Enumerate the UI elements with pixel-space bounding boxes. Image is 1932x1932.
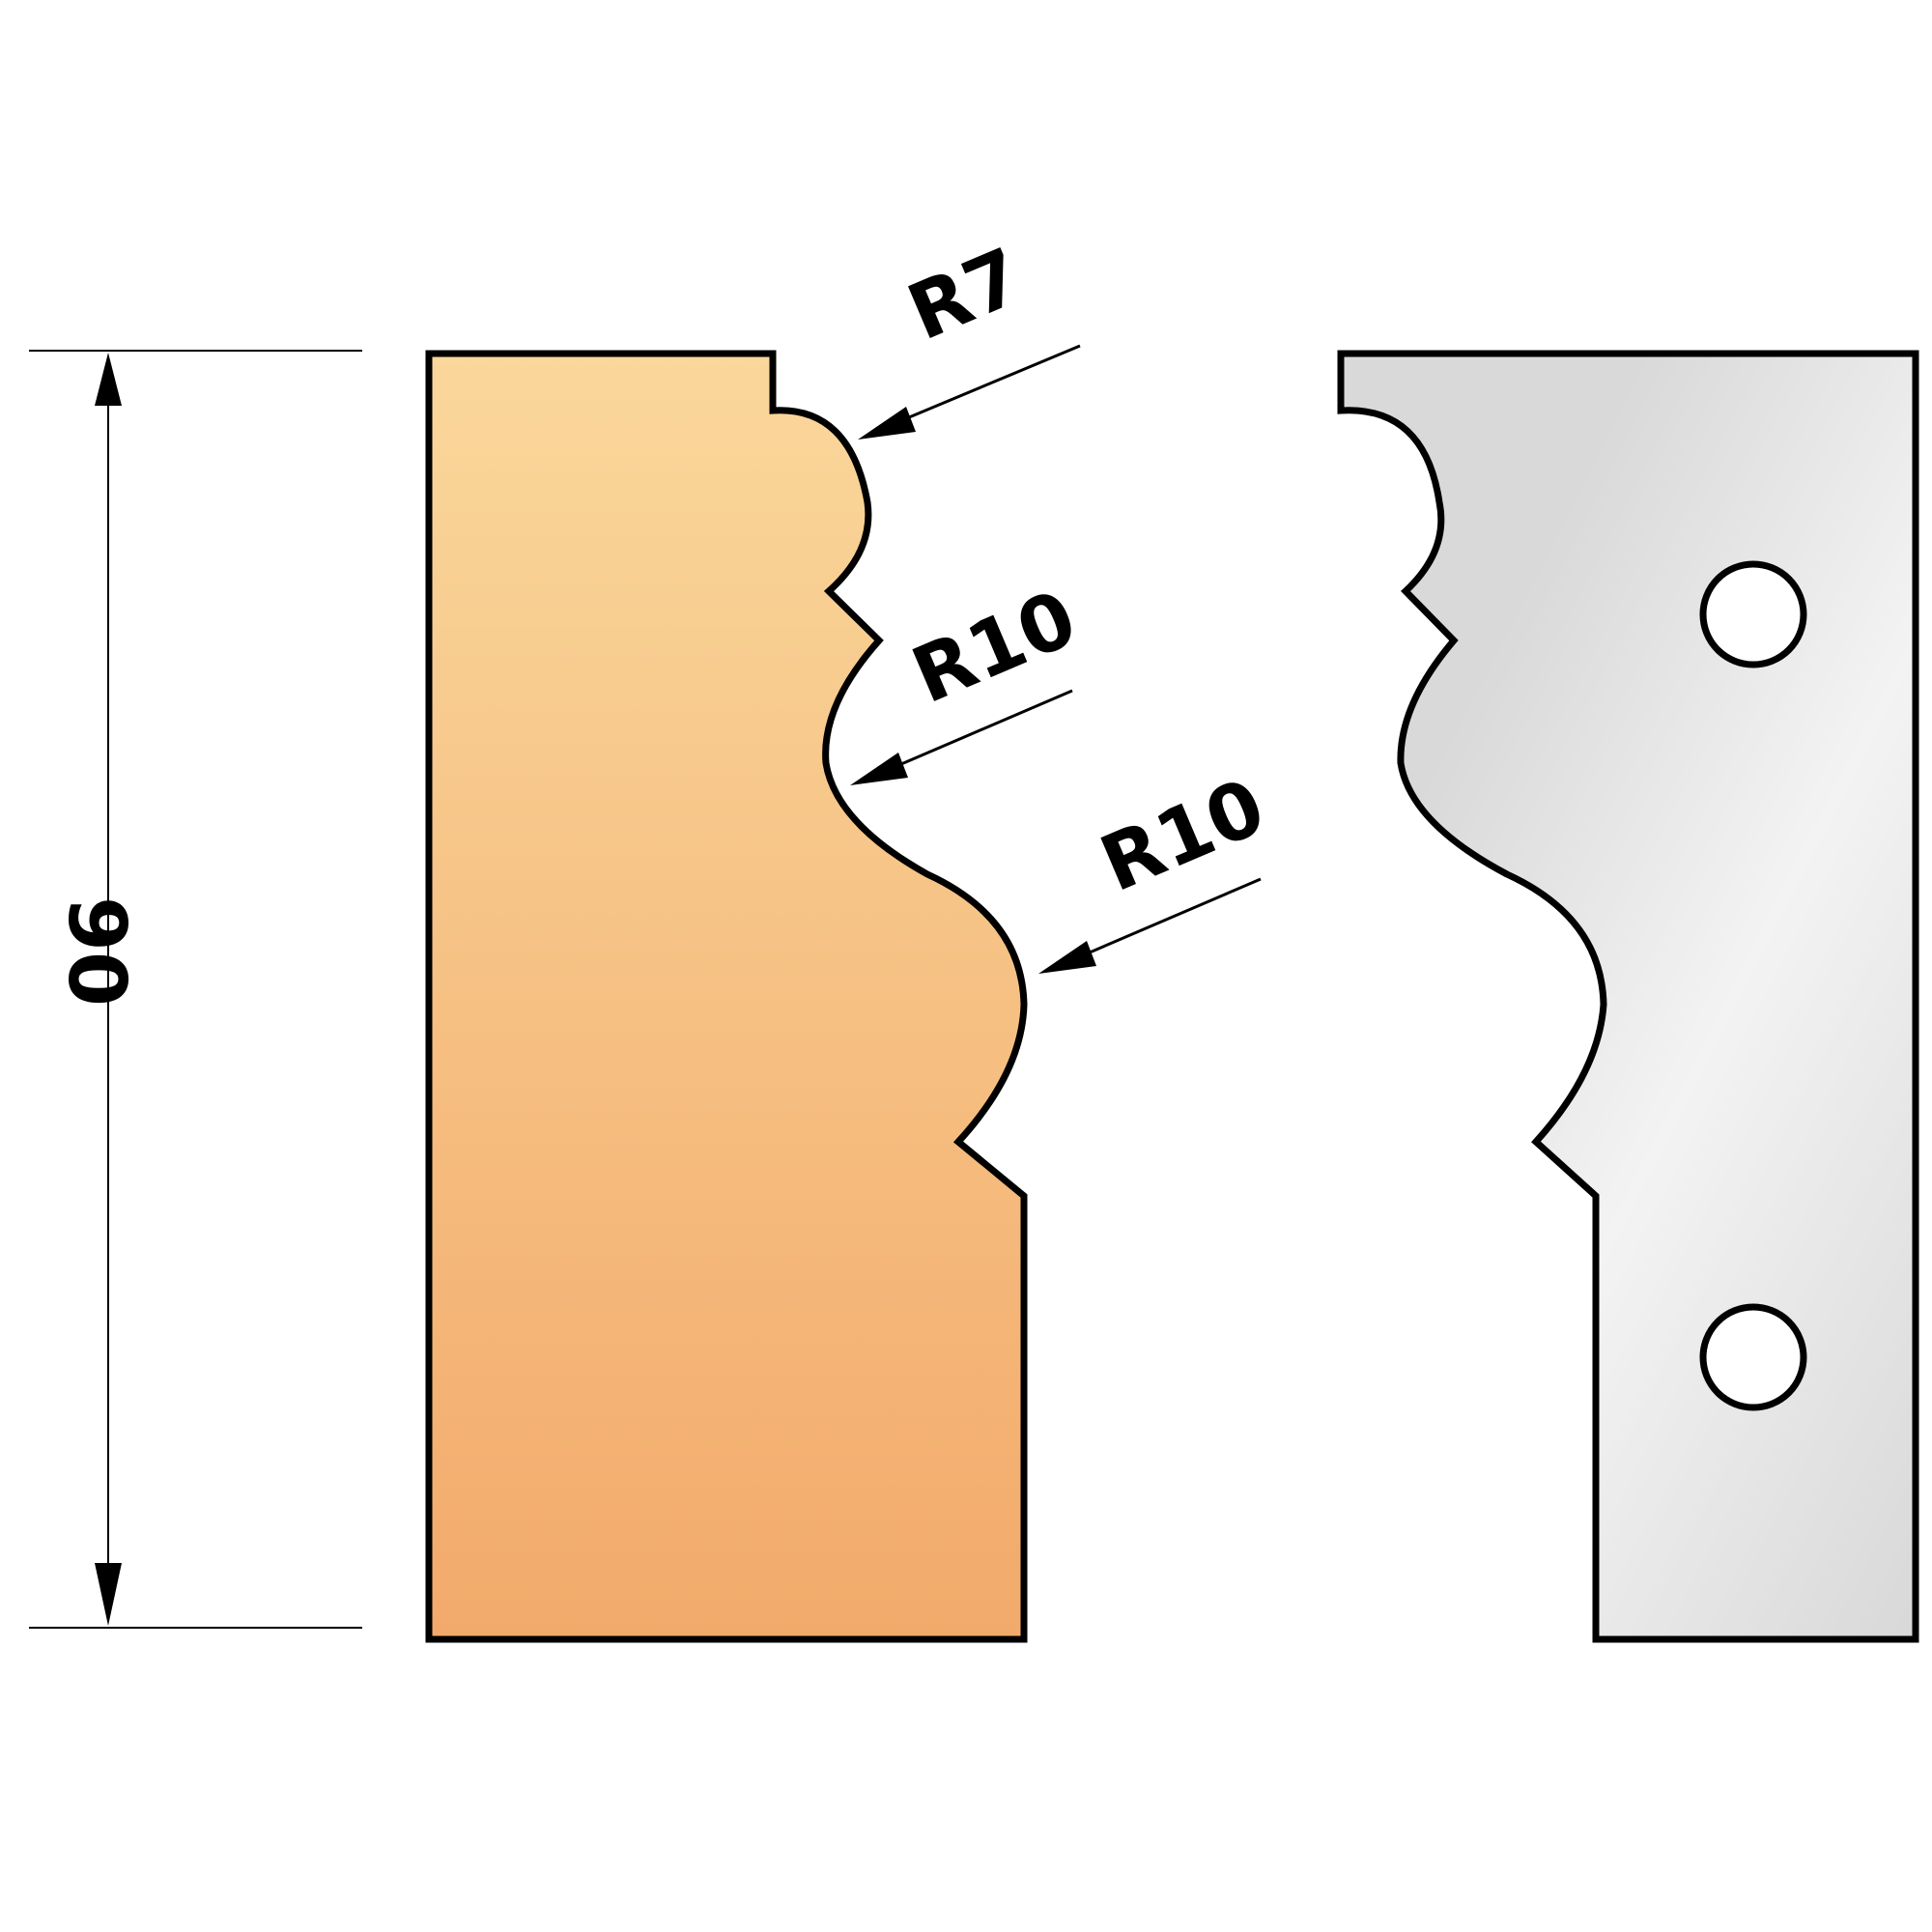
leader-line [1062, 877, 1262, 966]
radius-callout-1: R7 [858, 231, 1081, 440]
cutter-profile [425, 350, 1028, 1643]
mounting-hole-bottom [1699, 1303, 1807, 1411]
leader-arrow-icon [858, 407, 916, 440]
limiter-profile [1337, 350, 1919, 1643]
leader-line [873, 689, 1073, 778]
height-dimension: 90 [29, 350, 362, 1629]
radius-callout-3: R10 [1038, 761, 1277, 974]
dimension-arrow-bottom-icon [95, 1563, 122, 1626]
radius-callout-2: R10 [850, 573, 1089, 785]
dimension-arrow-top-icon [95, 353, 122, 406]
dimension-label: 90 [50, 896, 142, 1007]
radius-label: R10 [899, 573, 1089, 721]
mounting-hole-top [1699, 560, 1807, 668]
leader-arrow-icon [1038, 941, 1096, 974]
leader-arrow-icon [850, 753, 908, 785]
radius-label: R10 [1088, 761, 1277, 909]
radius-label: R7 [895, 231, 1035, 357]
leader-line [878, 344, 1081, 432]
